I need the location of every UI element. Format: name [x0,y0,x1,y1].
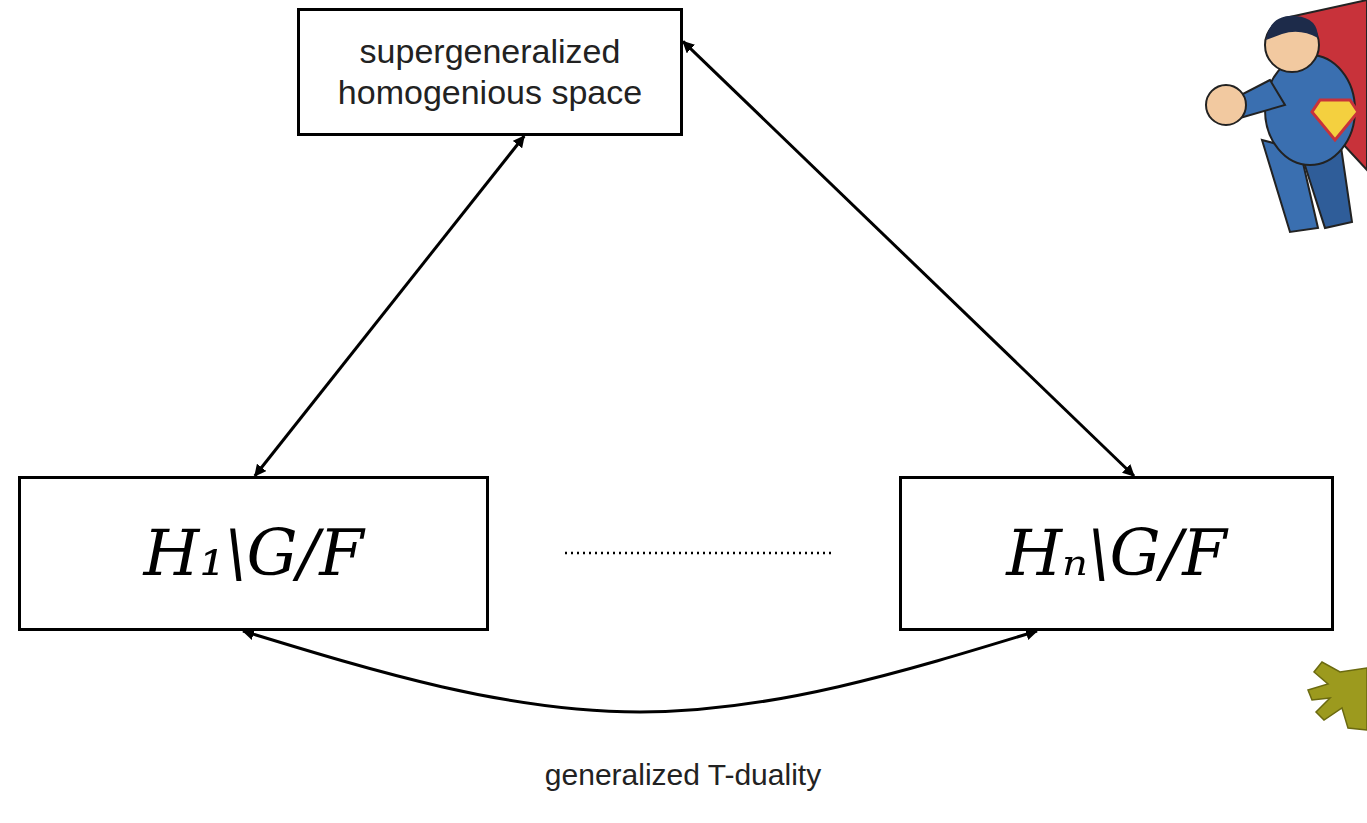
hero-fist [1206,85,1246,125]
coset-box: H₁\G/F [18,476,489,631]
hero-emblem [1312,100,1358,140]
coset-formula: Hₙ\G/F [996,518,1236,588]
hero-hair [1266,16,1318,40]
edge-label: generalized T-duality [545,758,821,792]
green-clipart [1308,662,1367,730]
coset-formula: H₁\G/F [133,518,373,588]
relation-arrow [683,41,1134,476]
concept-box: supergeneralized homogenious space [297,8,683,136]
relation-arrow [255,136,524,476]
box-title: supergeneralized homogenious space [300,31,680,113]
duality-arrow [243,631,1037,712]
coset-box: Hₙ\G/F [899,476,1334,631]
ellipsis-dots [565,552,832,555]
superhero-illustration [1206,0,1367,232]
